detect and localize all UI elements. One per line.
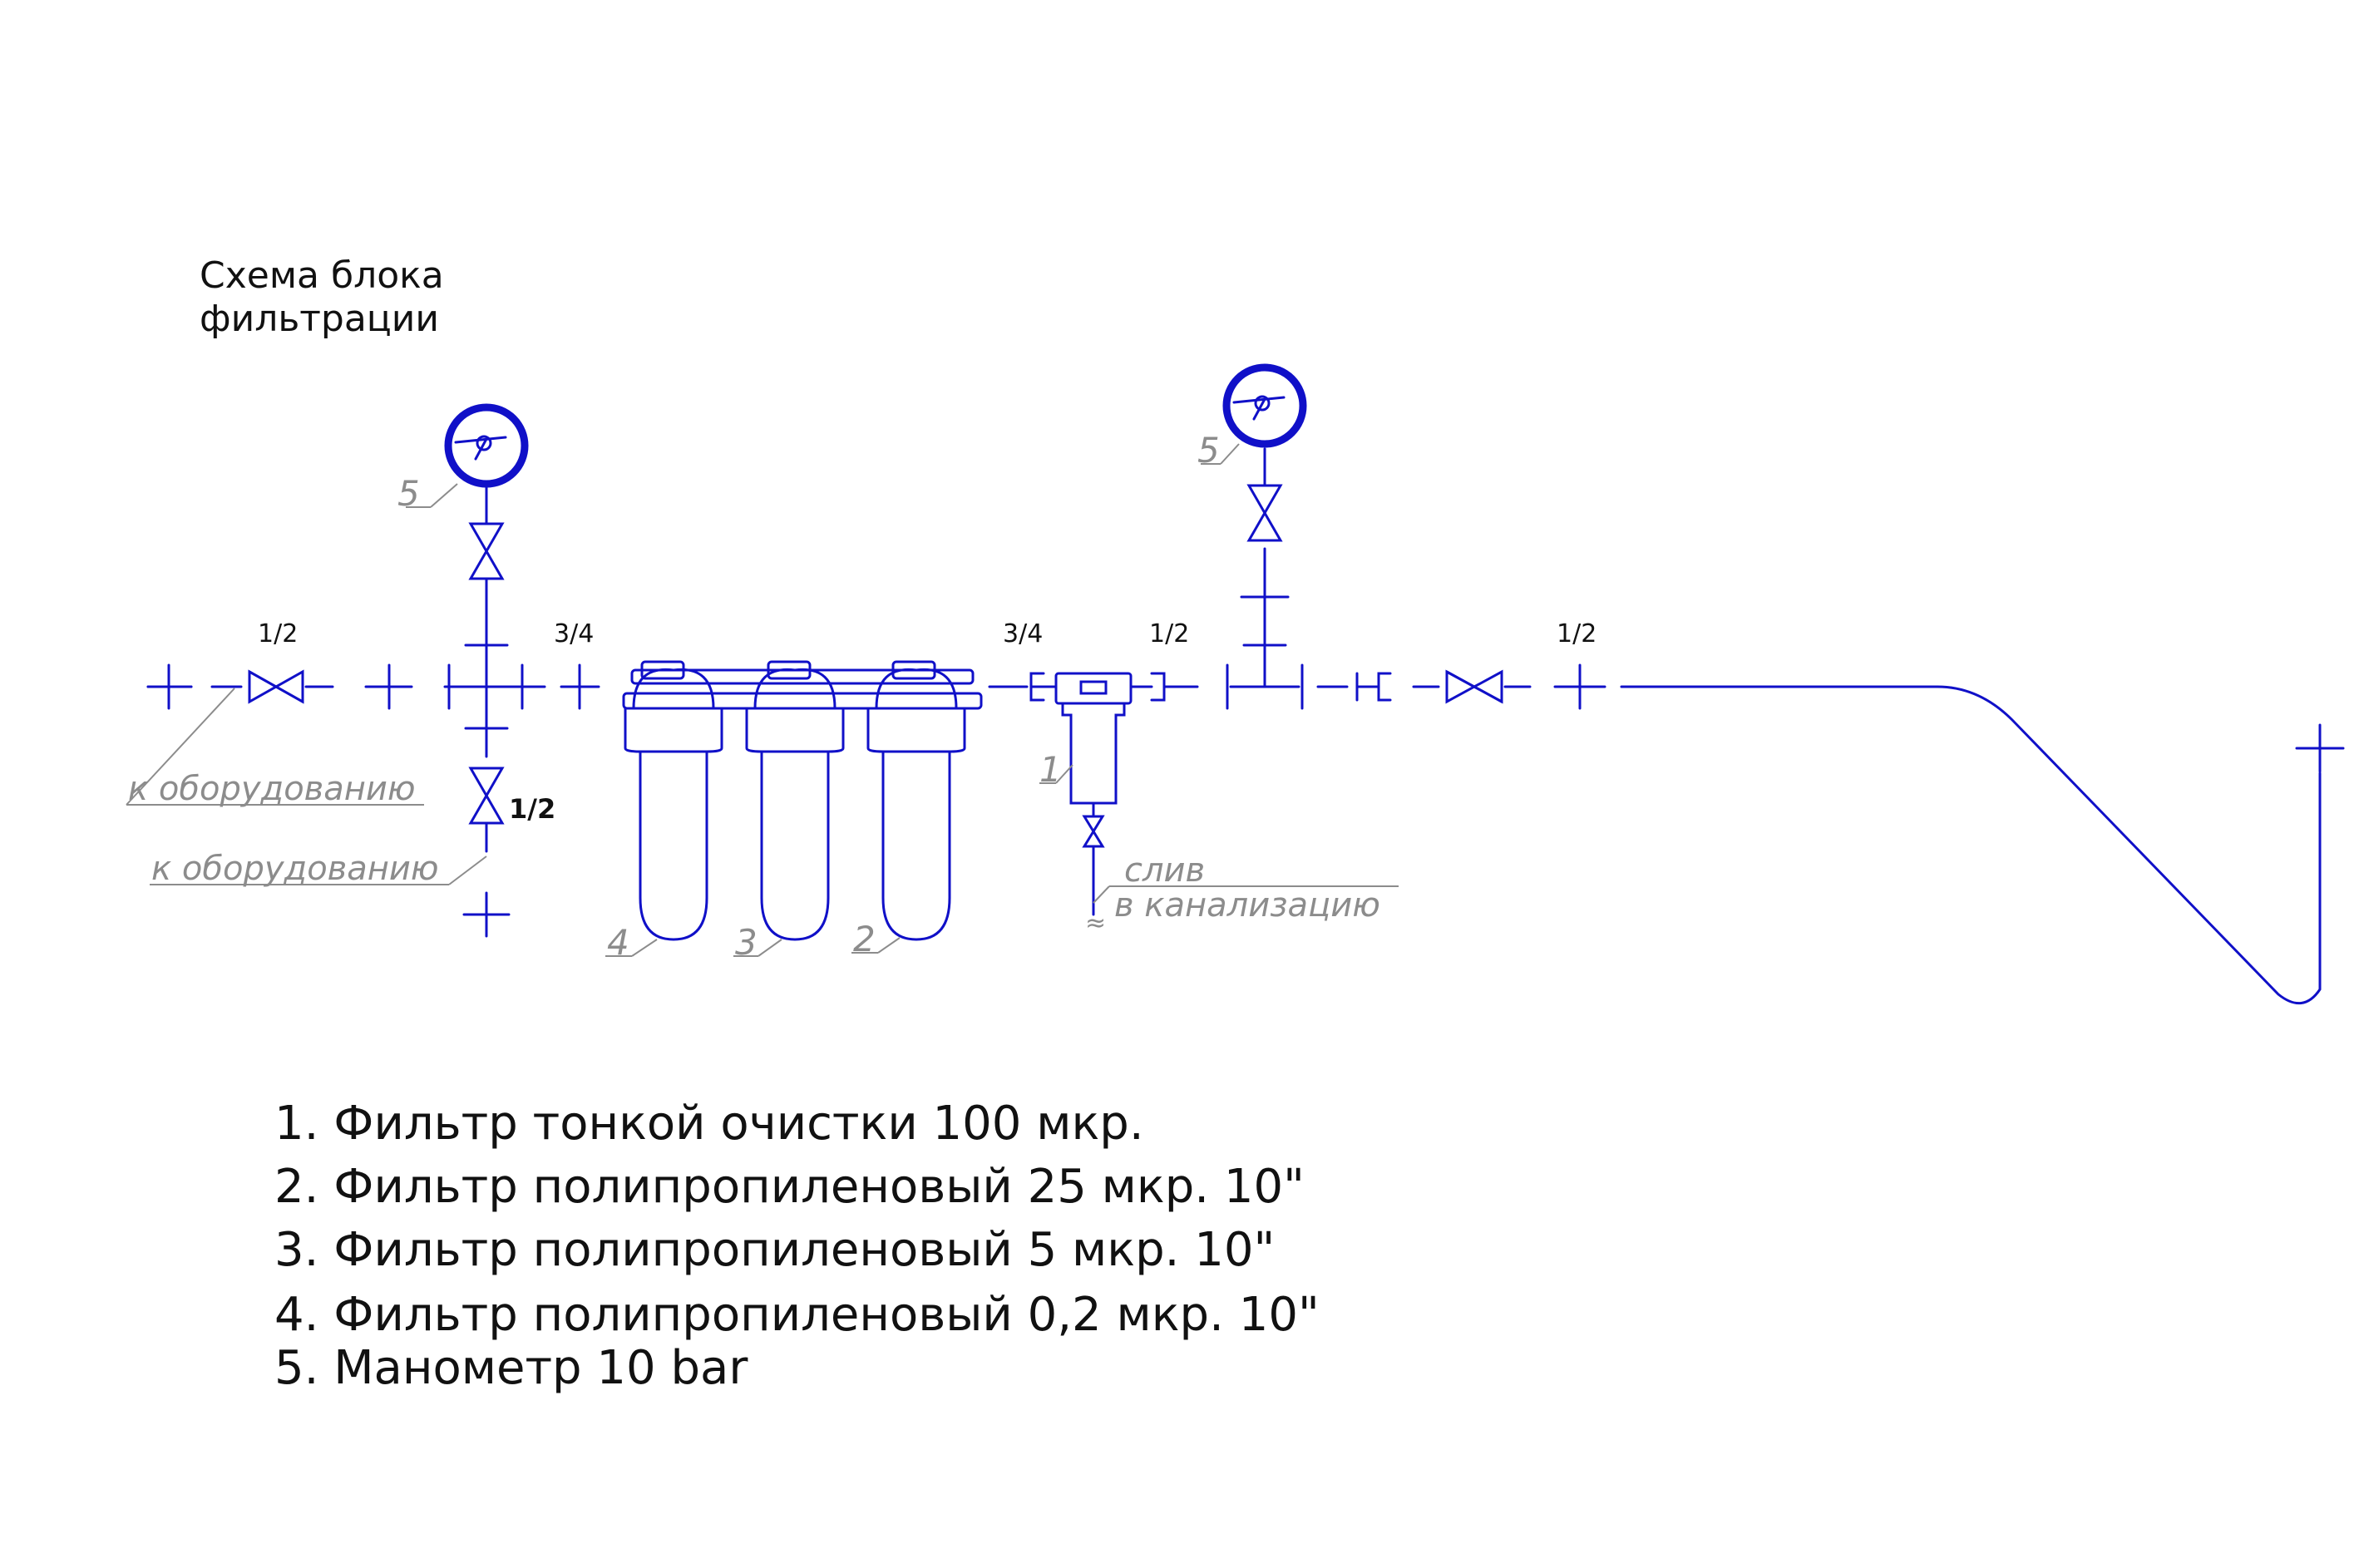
item-number-filter-2: 2: [853, 919, 876, 959]
leader-drain: [1093, 885, 1110, 904]
legend-item-4: 4. Фильтр полипропиленовый 0,2 мкр. 10": [274, 1288, 1320, 1342]
legend-item-2: 2. Фильтр полипропиленовый 25 мкр. 10": [274, 1160, 1305, 1214]
pipe-joints: [146, 663, 2345, 773]
size-label-post-filter-block: 3/4: [1003, 619, 1043, 648]
item-number-filter-3: 3: [735, 922, 758, 963]
legend-item-3: 3. Фильтр полипропиленовый 5 мкр. 10": [274, 1223, 1275, 1277]
fine-filter-unit: [1029, 672, 1166, 816]
joint-right-gauge: [1240, 572, 1290, 622]
size-label-after-fine-filter: 1/2: [1149, 619, 1189, 648]
diagram-title-line-2: фильтрации: [200, 298, 439, 340]
item-number-gauge-left: 5: [397, 473, 420, 514]
main-pipeline: [146, 685, 2322, 1005]
diagram-title-line-1: Схема блока: [200, 254, 444, 297]
filter-housing-2: [866, 660, 966, 941]
branch-valve-icon: [468, 767, 505, 853]
leader-equipment-1: [126, 688, 235, 806]
pressure-gauge-icon-left: [444, 403, 529, 488]
item-number-filter-4: 4: [607, 922, 629, 963]
note-drain-2: в канализацию: [1114, 886, 1380, 925]
drain-valve-icon: [1082, 815, 1105, 916]
right-gauge-branch: [1246, 447, 1283, 542]
filter-housing-3: [745, 660, 845, 941]
size-label-inlet-valve: 1/2: [258, 619, 298, 648]
legend: 1. Фильтр тонкой очистки 100 мкр. 2. Фил…: [274, 1097, 1320, 1395]
leader-gauge-left: [430, 483, 458, 508]
pressure-gauge-icon-right: [1222, 363, 1307, 448]
leader-equipment-2: [448, 855, 487, 885]
outlet-valve-icon: [1445, 669, 1503, 704]
joint-end: [2295, 723, 2345, 773]
size-label-pre-filter-block: 3/4: [554, 619, 594, 648]
note-to-equipment-1: к оборудованию: [128, 770, 416, 808]
joint-inlet: [146, 663, 193, 710]
joint-outlet: [1553, 663, 1606, 710]
legend-item-5: 5. Манометр 10 bar: [274, 1341, 748, 1395]
drain-symbol: ≈: [1085, 909, 1106, 938]
leader-fine-filter: [1055, 764, 1073, 784]
inlet-valve-icon: [248, 669, 304, 704]
leader-filter-3: [758, 939, 782, 957]
note-to-equipment-2: к оборудованию: [151, 850, 439, 888]
right-union: [1355, 672, 1392, 702]
left-cross-fitting: [447, 580, 524, 758]
left-gauge-branch: [468, 482, 505, 590]
joint-branch-bottom: [462, 891, 511, 938]
leader-filter-2: [877, 937, 901, 954]
filter-housing-4: [624, 660, 723, 941]
size-label-outlet-valve: 1/2: [1557, 619, 1597, 648]
size-label-branch-valve: 1/2: [509, 793, 555, 825]
item-number-fine-filter: 1: [1039, 749, 1062, 790]
legend-item-1: 1. Фильтр тонкой очистки 100 мкр.: [274, 1097, 1144, 1151]
leader-gauge-right: [1220, 443, 1240, 465]
triple-filter-block: [622, 660, 983, 941]
note-drain-1: слив: [1124, 851, 1205, 890]
leader-filter-4: [631, 939, 658, 957]
item-number-gauge-right: 5: [1197, 430, 1220, 471]
